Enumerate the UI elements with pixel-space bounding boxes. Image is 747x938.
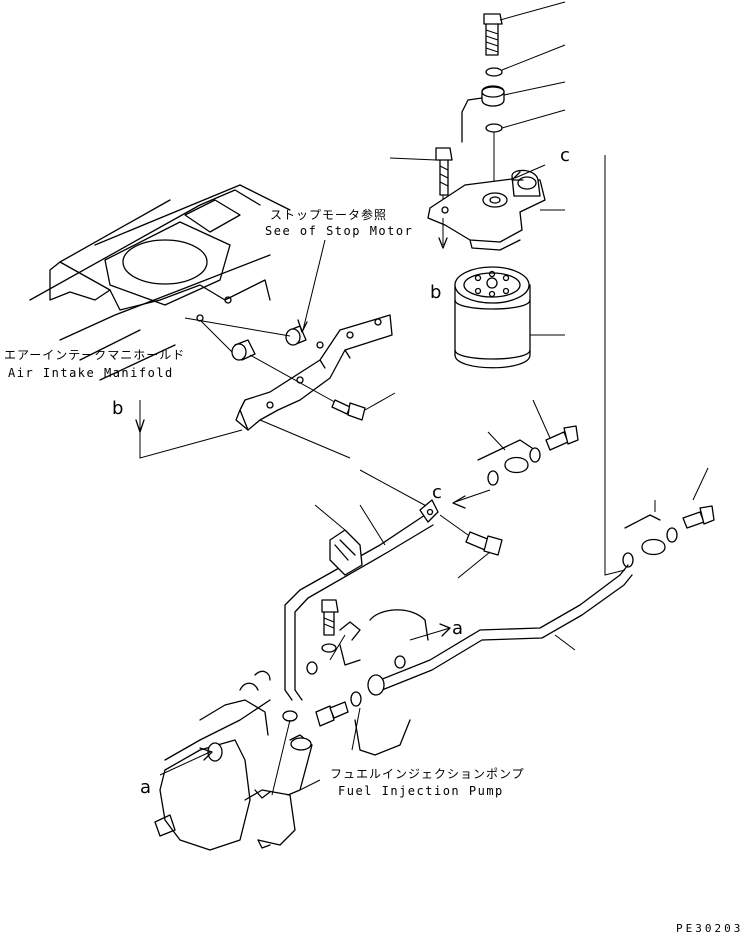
fuel-injection-pump: [154, 609, 429, 851]
air-intake-label-en: Air Intake Manifold: [8, 366, 174, 380]
pump-bolt-horizontal: [315, 701, 349, 727]
spacer-lower: [231, 339, 256, 361]
pipe-bolt: [465, 531, 503, 556]
drawing-code: PE30203: [676, 922, 743, 935]
washer-7: [306, 661, 318, 675]
fuel-pump-label-en: Fuel Injection Pump: [338, 784, 504, 798]
banjo-fitting: [461, 85, 505, 143]
banjo-bolt-right: [622, 505, 715, 568]
stop-motor-label-en: See of Stop Motor: [265, 224, 413, 238]
mounting-bracket: [235, 314, 393, 431]
fuel-pipe-main: [367, 564, 633, 696]
washer-3: [321, 643, 337, 653]
filter-head-bolt: [435, 147, 453, 196]
washer-6: [282, 710, 298, 722]
ref-c-upper: c: [560, 145, 570, 166]
banjo-bolt-upper: [477, 425, 579, 486]
ref-c-middle: c: [432, 482, 442, 503]
air-intake-manifold: [29, 184, 291, 381]
stop-motor-label-jp: ストップモータ参照: [270, 207, 387, 222]
pump-bolt-vertical: [321, 599, 339, 636]
washer-5: [394, 655, 406, 669]
filter-top-bolt: [483, 13, 503, 56]
ref-a-right: a: [452, 618, 463, 639]
washer-4: [350, 691, 362, 707]
spacer-upper: [285, 325, 307, 346]
fuel-pump-label-jp: フュエルインジェクションポンプ: [330, 767, 525, 781]
fuel-pipe-overflow: [284, 499, 439, 701]
ref-b-upper: b: [430, 282, 441, 303]
pipe-clamp: [329, 529, 363, 576]
filter-head: [427, 169, 546, 251]
ref-b-left: b: [112, 398, 123, 419]
washer-2: [485, 123, 503, 133]
washer-1: [485, 67, 503, 77]
bracket-bolt: [331, 399, 366, 421]
ref-a-left: a: [140, 777, 151, 798]
filter-cartridge: [454, 266, 531, 369]
air-intake-label-jp: エアーインテークマニホールド: [4, 348, 185, 362]
